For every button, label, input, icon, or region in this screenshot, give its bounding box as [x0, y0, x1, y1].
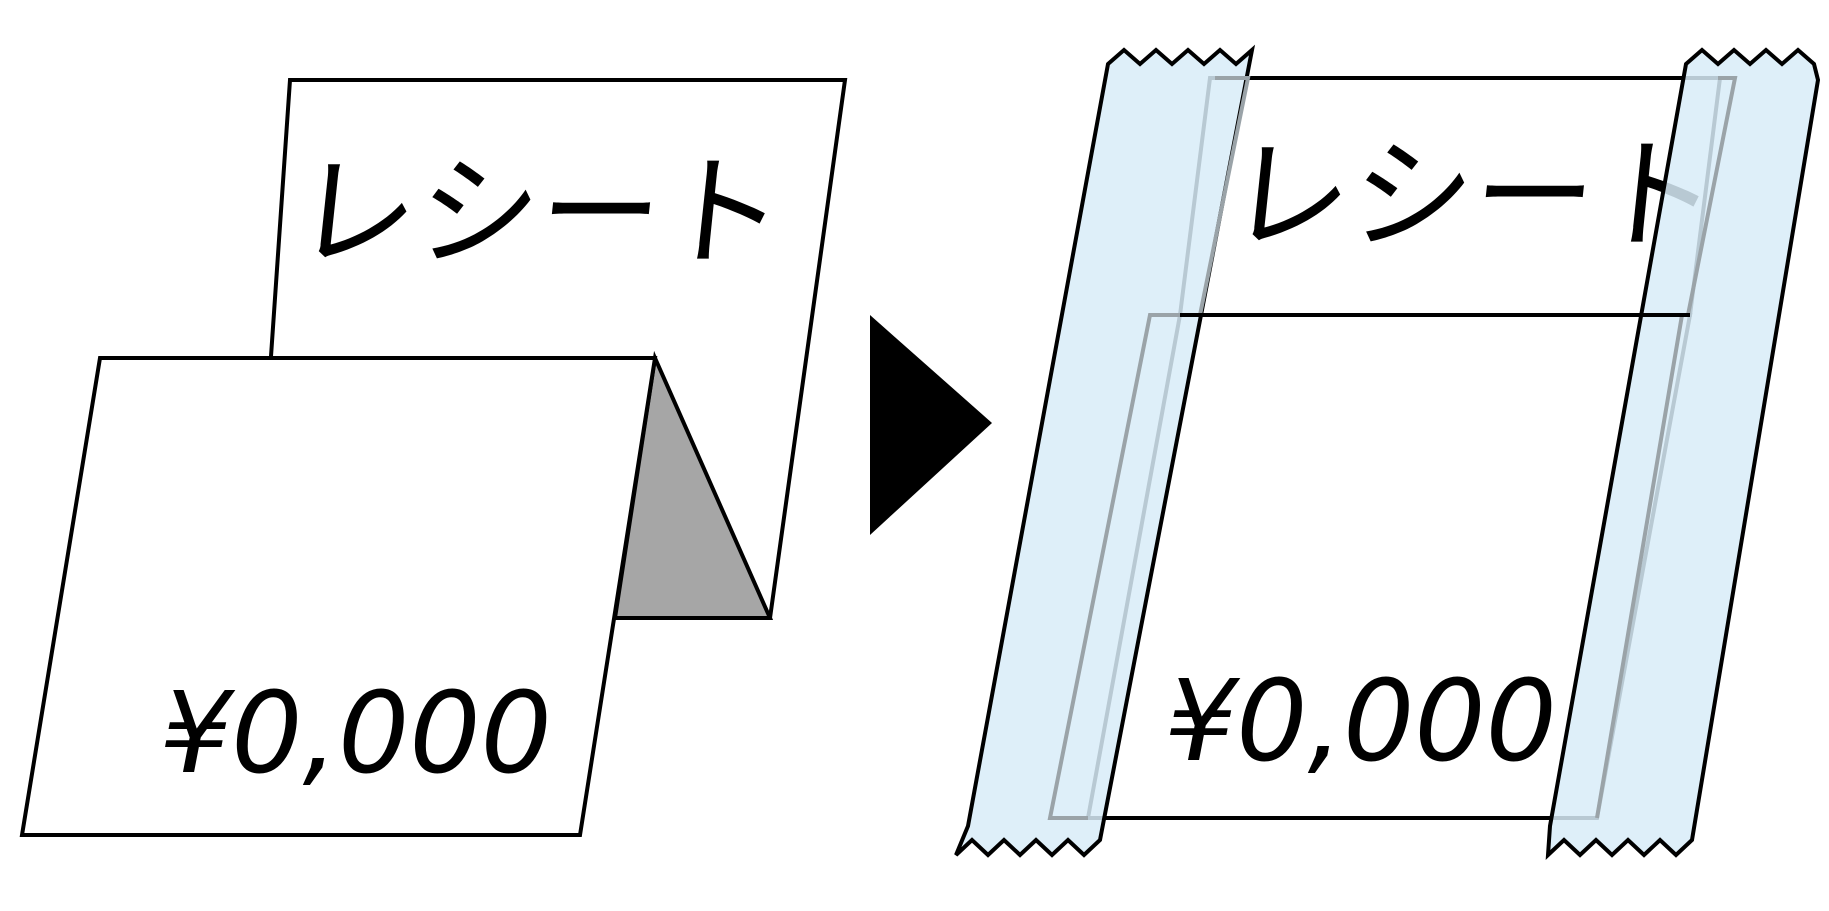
folded-receipt: レシート ¥0,000 — [19, 78, 848, 837]
right-tape-icon — [1545, 47, 1821, 860]
arrow-right-icon — [870, 315, 992, 535]
taped-receipt: レシート ¥0,000 — [954, 44, 1821, 860]
receipt-lower-amount: ¥0,000 — [1165, 657, 1557, 787]
receipt-upper-label: レシート — [1222, 124, 1725, 267]
receipt-back-label: レシート — [288, 141, 791, 284]
receipt-front-page — [19, 356, 658, 837]
receipt-front-amount: ¥0,000 — [160, 669, 552, 799]
right-tape-upper-edge — [1686, 76, 1738, 316]
left-tape-lower-edge — [1047, 313, 1180, 820]
left-tape-icon — [954, 44, 1256, 858]
left-tape-inner-edge — [1198, 76, 1251, 316]
left-tape-strip — [954, 44, 1256, 858]
